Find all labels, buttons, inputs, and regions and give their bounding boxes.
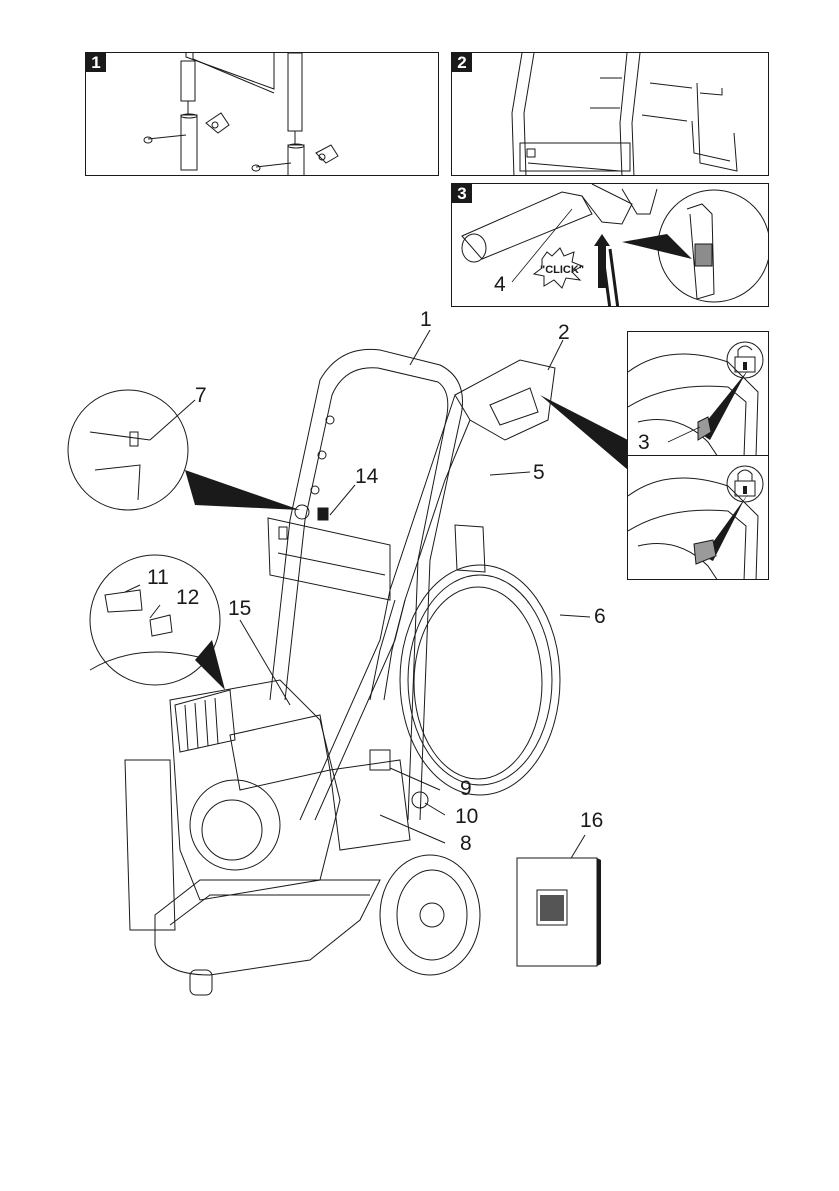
callout-7: 7: [195, 385, 207, 406]
callout-14: 14: [355, 466, 378, 487]
callout-9: 9: [460, 778, 472, 799]
callout-10: 10: [455, 806, 478, 827]
callout-5: 5: [533, 462, 545, 483]
wheel: [380, 855, 480, 975]
base-frame: [155, 880, 380, 975]
callout-1: 1: [420, 309, 432, 330]
callout-16: 16: [580, 810, 603, 831]
trigger-gun: [455, 360, 555, 440]
pump: [330, 760, 410, 850]
callout-8: 8: [460, 833, 472, 854]
control-panel: [268, 518, 390, 600]
callout-2: 2: [558, 322, 570, 343]
zoom-pointer-11-12: [195, 640, 225, 690]
zoom-pointer-lock: [540, 395, 628, 470]
frame-handle: [270, 349, 463, 820]
callout-12: 12: [176, 587, 199, 608]
callout-11: 11: [147, 567, 169, 588]
operating-manual-booklet: [517, 858, 601, 966]
callout-15: 15: [228, 598, 251, 619]
callout-6: 6: [594, 606, 606, 627]
zoom-pointer-7: [185, 470, 300, 510]
zoom-circle-7: [68, 390, 188, 510]
